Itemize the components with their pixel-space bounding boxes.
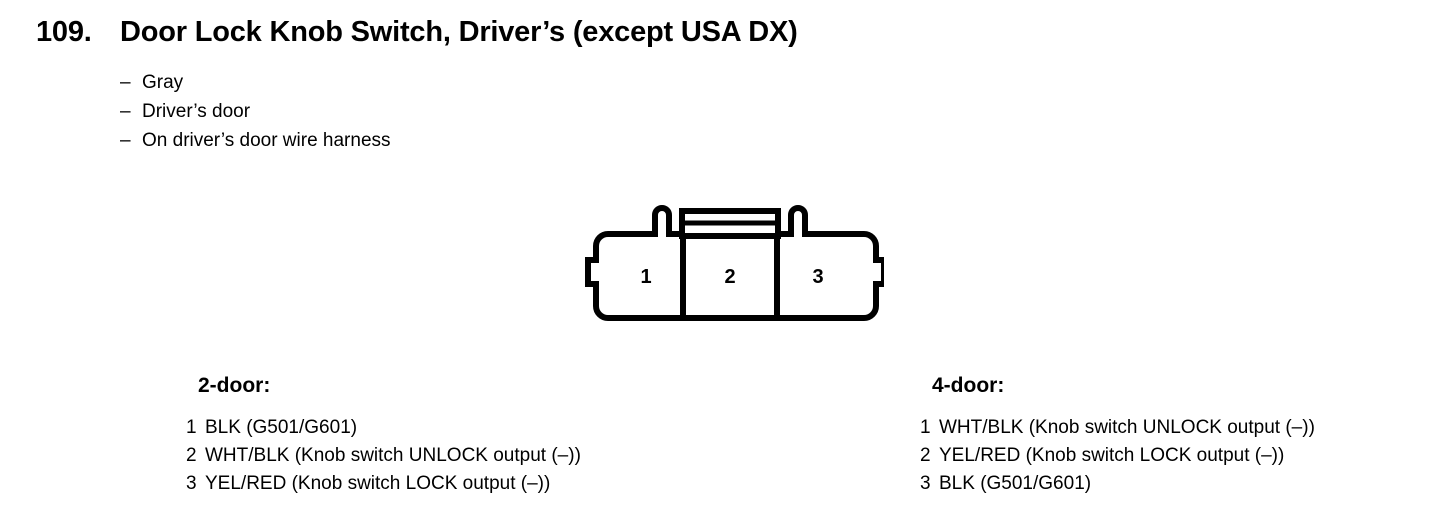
pin-description: BLK (G501/G601) [939, 473, 1092, 494]
pin-description: BLK (G501/G601) [205, 417, 358, 438]
pin-table-title: 4-door: [932, 374, 1005, 397]
spec-item-label: Driver’s door [142, 101, 251, 122]
page-title-number: 109. [36, 16, 92, 48]
connector-right-ear-tab [788, 205, 808, 237]
pin-row: 1 BLK (G501/G601) [186, 414, 581, 442]
connector-cavity-label-1: 1 [640, 266, 651, 288]
spec-list: –Gray –Driver’s door –On driver’s door w… [120, 68, 391, 155]
pin-row: 2 YEL/RED (Knob switch LOCK output (–)) [920, 442, 1315, 470]
pin-number: 1 [920, 417, 931, 438]
pin-number: 3 [186, 473, 197, 494]
spec-item-label: Gray [142, 72, 184, 93]
connector-diagram: 1 2 3 [578, 203, 884, 325]
pin-row: 1 WHT/BLK (Knob switch UNLOCK output (–)… [920, 414, 1315, 442]
page-title-text: Door Lock Knob Switch, Driver’s (except … [120, 16, 798, 48]
pin-description: WHT/BLK (Knob switch UNLOCK output (–)) [939, 417, 1315, 438]
pin-description: YEL/RED (Knob switch LOCK output (–)) [205, 473, 551, 494]
pin-description: WHT/BLK (Knob switch UNLOCK output (–)) [205, 445, 581, 466]
spec-item-label: On driver’s door wire harness [142, 130, 391, 151]
connector-left-ear-tab [652, 205, 672, 237]
spec-item-location: –Driver’s door [120, 97, 391, 126]
pin-description: YEL/RED (Knob switch LOCK output (–)) [939, 445, 1285, 466]
pin-table-2-door: 2-door: 1 BLK (G501/G601) 2 WHT/BLK (Kno… [186, 374, 581, 498]
pin-row: 3 BLK (G501/G601) [920, 470, 1315, 498]
pin-table-4-door: 4-door: 1 WHT/BLK (Knob switch UNLOCK ou… [920, 374, 1315, 498]
pin-table-title: 2-door: [198, 374, 271, 397]
pin-row: 2 WHT/BLK (Knob switch UNLOCK output (–)… [186, 442, 581, 470]
dash-bullet-icon: – [120, 72, 131, 93]
spec-item-color: –Gray [120, 68, 391, 97]
pin-number: 2 [920, 445, 931, 466]
connector-svg: 1 2 3 [585, 205, 884, 321]
connector-body-outline [585, 231, 884, 321]
spec-item-harness: –On driver’s door wire harness [120, 126, 391, 155]
dash-bullet-icon: – [120, 130, 131, 151]
pin-row: 3 YEL/RED (Knob switch LOCK output (–)) [186, 470, 581, 498]
pin-number: 3 [920, 473, 931, 494]
page-title: 109. Door Lock Knob Switch, Driver’s (exc… [36, 18, 798, 47]
dash-bullet-icon: – [120, 101, 131, 122]
connector-cavity-label-2: 2 [724, 266, 735, 288]
pin-number: 1 [186, 417, 197, 438]
pin-number: 2 [186, 445, 197, 466]
connector-cavity-label-3: 3 [812, 266, 823, 288]
